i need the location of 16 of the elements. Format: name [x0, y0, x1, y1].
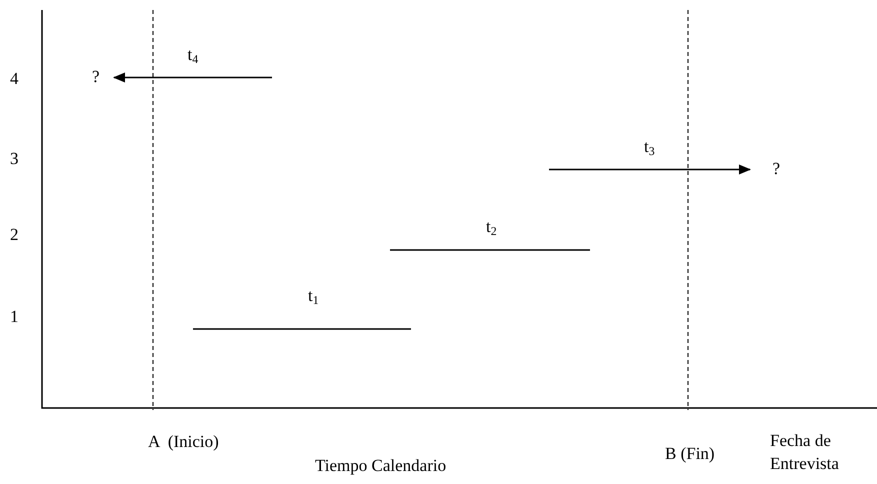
- duration-label: t$_{1}$: [308, 287, 319, 308]
- axis-tick-label: 2: [10, 226, 18, 245]
- edge-label: t$_{3}$: [644, 138, 655, 158]
- arrow: [549, 164, 751, 174]
- question-mark: ?: [92, 67, 100, 86]
- axis-label: A (Inicio): [148, 433, 219, 452]
- axis-label: Fecha de Entrevista: [770, 430, 840, 475]
- edge-label: t$_{4}$: [188, 46, 198, 66]
- axis-title: Tiempo Calendario: [315, 457, 446, 476]
- question-mark: ?: [772, 159, 780, 178]
- axis-tick-label: 4: [10, 70, 18, 89]
- axis-label: B (Fin): [665, 445, 715, 464]
- duration-label: t$_{2}$: [486, 218, 497, 238]
- axis-tick-label: 1: [10, 308, 18, 327]
- axis-tick-label: 3: [10, 150, 18, 169]
- arrow: [113, 72, 272, 82]
